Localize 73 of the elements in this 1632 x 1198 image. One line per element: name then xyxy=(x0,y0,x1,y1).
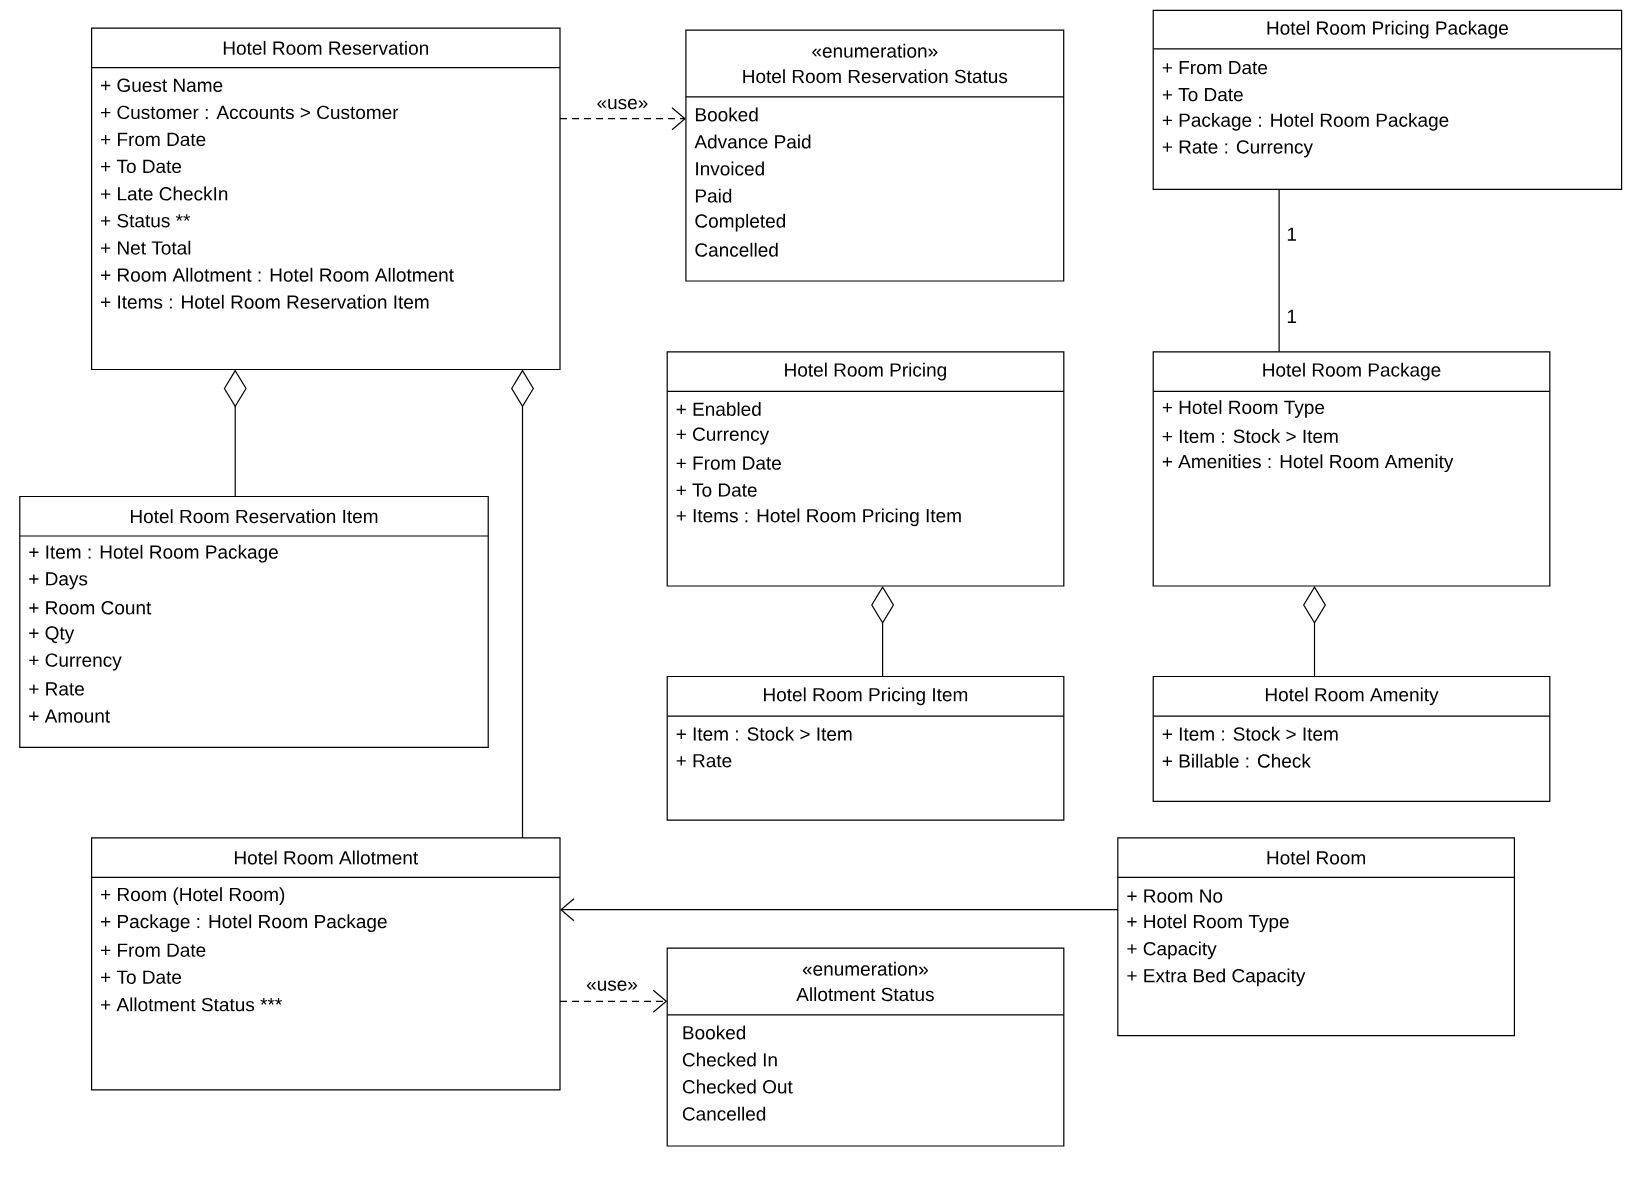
attribute-text: + Customer : Accounts > Customer xyxy=(101,105,399,120)
attribute-text: + To Date xyxy=(101,970,182,984)
attribute-text: + To Date xyxy=(1162,88,1243,102)
attribute-text: + Late CheckIn xyxy=(101,186,228,201)
dependency-arrow xyxy=(559,989,668,1013)
attribute-text: + Hotel Room Type xyxy=(1127,914,1289,933)
attribute-text: + To Date xyxy=(676,483,757,497)
multiplicity-label: 1 xyxy=(1287,227,1297,241)
class-name: Hotel Room Reservation Item xyxy=(130,509,378,524)
attribute-text: + Item : Stock > Item xyxy=(676,726,852,741)
attribute-text: + Qty xyxy=(29,626,75,644)
edge-label: «use» xyxy=(595,97,650,111)
edge-label: «use» xyxy=(585,979,639,992)
class-name: Hotel Room Reservation Status xyxy=(743,69,1008,84)
attribute-text: + Amenities : Hotel Room Amenity xyxy=(1162,454,1454,473)
dependency-arrow xyxy=(559,107,686,131)
class-name: Hotel Room Amenity xyxy=(1265,687,1439,706)
attribute-text: + Amount xyxy=(29,709,110,723)
association-arrow xyxy=(560,898,1119,922)
attribute-text: + From Date xyxy=(676,456,781,470)
attribute-text: + Room No xyxy=(1127,889,1223,903)
class-name: Hotel Room Pricing Package xyxy=(1267,20,1508,39)
attribute-text: + Item : Stock > Item xyxy=(1162,726,1338,741)
class-name: Hotel Room xyxy=(1267,850,1365,865)
attribute-text: + Items : Hotel Room Pricing Item xyxy=(676,508,961,527)
enum-value: Checked Out xyxy=(682,1079,793,1094)
attribute-text: + Status ** xyxy=(101,213,191,228)
enum-value: Completed xyxy=(695,213,786,232)
attribute-text: + Days xyxy=(29,572,88,590)
attribute-text: + Item : Stock > Item xyxy=(1162,429,1338,444)
attribute-text: + Rate : Currency xyxy=(1162,140,1313,158)
attribute-text: + Hotel Room Type xyxy=(1162,400,1325,418)
class-name: Hotel Room Reservation xyxy=(223,40,428,55)
enum-value: Paid xyxy=(695,188,732,203)
attribute-text: + From Date xyxy=(101,943,206,957)
attribute-text: + Net Total xyxy=(101,240,191,255)
attribute-text: + To Date xyxy=(101,159,182,174)
association-line xyxy=(1278,188,1280,353)
enum-value: Cancelled xyxy=(695,242,778,257)
class-name: Hotel Room Pricing Item xyxy=(764,687,968,706)
attribute-text: + Enabled xyxy=(676,402,761,416)
attribute-text: + Rate xyxy=(676,754,732,768)
class-name: Hotel Room Pricing xyxy=(785,362,946,381)
multiplicity-label: 1 xyxy=(1287,309,1297,323)
attribute-text: + Room (Hotel Room) xyxy=(101,887,285,905)
attribute-text: + From Date xyxy=(1162,61,1268,75)
attribute-text: + Room Count xyxy=(29,601,152,615)
enum-value: Advance Paid xyxy=(694,134,811,149)
enum-value: Booked xyxy=(695,107,758,122)
stereotype-label: «enumeration» xyxy=(802,961,928,976)
attribute-text: + Rate xyxy=(29,682,84,696)
attribute-text: + Currency xyxy=(676,427,770,445)
attribute-text: + Item : Hotel Room Package xyxy=(29,544,278,563)
attribute-text: + Items : Hotel Room Reservation Item xyxy=(101,294,429,309)
enum-value: Invoiced xyxy=(696,161,764,176)
attribute-text: + Guest Name xyxy=(101,78,223,92)
class-name: Hotel Room Package xyxy=(1263,362,1441,381)
attribute-text: + Room Allotment : Hotel Room Allotment xyxy=(101,267,454,282)
attribute-text: + From Date xyxy=(101,132,206,147)
aggregation-line xyxy=(1303,586,1326,678)
class-name: Hotel Room Allotment xyxy=(234,850,419,865)
stereotype-label: «enumeration» xyxy=(812,43,938,58)
attribute-text: + Allotment Status *** xyxy=(101,997,282,1012)
enum-value: Booked xyxy=(683,1025,746,1040)
attribute-text: + Billable : Check xyxy=(1162,753,1311,768)
enum-value: Cancelled xyxy=(682,1106,766,1121)
attribute-text: + Package : Hotel Room Package xyxy=(101,914,387,933)
attribute-text: + Package : Hotel Room Package xyxy=(1162,112,1449,131)
attribute-text: + Capacity xyxy=(1127,941,1217,960)
attribute-text: + Extra Bed Capacity xyxy=(1127,968,1306,987)
attribute-text: + Currency xyxy=(29,653,122,671)
enum-value: Checked In xyxy=(682,1052,777,1067)
class-name: Allotment Status xyxy=(796,987,934,1002)
